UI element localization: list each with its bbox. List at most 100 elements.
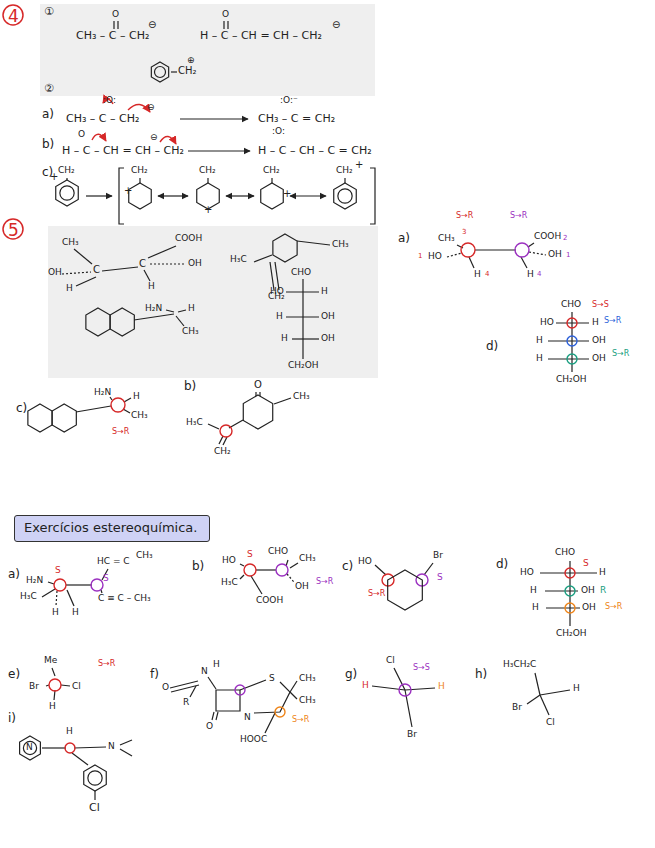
chem-label: H <box>52 608 59 617</box>
chem-label: CH₂OH <box>288 361 319 370</box>
chem-label: CH₂ <box>178 66 197 76</box>
chem-label: S→R <box>292 716 309 724</box>
chem-label: d) <box>496 558 508 570</box>
chem-label: OH <box>188 259 202 268</box>
ring <box>28 404 52 432</box>
chem-label: HO <box>270 287 284 296</box>
chem-label: CH₃ <box>182 327 199 336</box>
chem-label: ⊖ <box>332 20 340 30</box>
chem-label: CH₃ – C – CH₂ <box>76 30 149 41</box>
chem-label: CHO <box>291 268 311 277</box>
chem-label: a) <box>398 232 410 244</box>
chem-label: H <box>281 334 288 343</box>
chem-label: Cl <box>89 802 100 813</box>
chem-label: HO <box>428 252 442 261</box>
chem-label: e) <box>8 668 20 680</box>
chem-label: c) <box>342 560 353 572</box>
chem-label: C <box>139 259 146 269</box>
chem-label: OH <box>548 250 562 259</box>
photo-ground <box>40 4 375 96</box>
chem-label: HC = C <box>97 557 130 566</box>
chem-label: 3 <box>462 229 466 236</box>
chem-label: CH₂ <box>58 166 75 175</box>
chem-label: CH₃ <box>293 392 310 401</box>
chem-label: HOOC <box>240 735 267 744</box>
chem-label: H <box>536 336 543 345</box>
chem-label: H <box>573 684 580 693</box>
chem-label: H₃C <box>221 578 238 587</box>
aromatic-circle <box>338 189 352 203</box>
chem-label: a) <box>8 568 20 580</box>
chem-label: H₂N <box>145 304 162 313</box>
chem-label: H <box>438 682 445 691</box>
chem-label: Br <box>433 551 443 560</box>
chem-label: H₃C <box>20 592 37 601</box>
chem-label: 2 <box>563 235 567 242</box>
chem-label: d) <box>486 340 498 352</box>
chem-label: OH <box>592 354 606 363</box>
chem-label: HO <box>222 556 236 565</box>
aromatic-circle <box>155 67 166 78</box>
chem-label: b) <box>192 560 204 572</box>
ring <box>86 308 110 336</box>
chem-label: CH₃ <box>299 696 316 705</box>
chem-label: 4 <box>8 8 19 25</box>
chem-label: :O: <box>272 127 285 136</box>
chem-label: H <box>276 312 283 321</box>
chem-label: H <box>72 608 79 617</box>
stereocentre-marks <box>91 243 529 696</box>
ring <box>52 404 76 432</box>
ring <box>334 183 357 209</box>
chem-label: H <box>536 354 543 363</box>
chem-label: O <box>206 722 213 731</box>
chem-label: H <box>66 727 73 736</box>
chem-label: S→R <box>316 578 333 586</box>
chem-label: H₃C <box>186 418 203 427</box>
chem-label: Br <box>512 703 522 712</box>
chem-label: HO <box>358 557 372 566</box>
chem-label: CHO <box>561 300 581 309</box>
chem-label: CH₂OH <box>556 629 587 638</box>
stereocentre-marks <box>65 336 577 753</box>
chem-label: CH₃ <box>62 238 79 247</box>
chem-label: CH₂ <box>336 166 353 175</box>
chem-label: H – C – CH = CH – CH₂ <box>62 145 184 156</box>
chem-label: H <box>66 284 73 293</box>
chem-label: CHO <box>268 547 288 556</box>
ring <box>261 183 284 209</box>
chem-label: HO <box>540 318 554 327</box>
chem-label: S→R <box>368 590 385 598</box>
chem-label: N <box>201 667 208 676</box>
chem-label: R <box>600 586 606 595</box>
chem-label: H – C – CH – C = CH₂ <box>258 145 372 156</box>
chem-label: c) <box>16 402 27 414</box>
chem-label: C ≡ C – CH₃ <box>98 594 151 603</box>
chem-label: Br <box>29 682 39 691</box>
chem-label: OH <box>321 334 335 343</box>
chem-label: ⊕ <box>187 56 195 65</box>
chem-label: S→R <box>112 428 129 436</box>
chem-label: H <box>213 660 220 669</box>
chem-label: O <box>162 683 169 692</box>
chem-label: ⊖ <box>148 20 156 30</box>
chem-label: H <box>49 702 56 711</box>
chem-label: C <box>93 265 100 275</box>
chem-label: ② <box>44 83 54 94</box>
bonds <box>42 21 597 800</box>
chem-label: S→R <box>456 212 473 220</box>
heading-box: Exercícios estereoquímica. <box>14 515 210 542</box>
chem-label: 1 <box>418 253 422 260</box>
chem-label: OH <box>321 312 335 321</box>
chem-label: N <box>26 743 33 752</box>
chem-label: + <box>50 172 58 182</box>
chem-label: CHO <box>555 548 575 557</box>
chem-label: H <box>527 270 534 279</box>
chem-label: COOH <box>256 596 283 605</box>
chem-label: HO <box>520 568 534 577</box>
ring <box>20 736 41 760</box>
chem-label: H₃C <box>230 255 247 264</box>
chem-label: OH <box>592 336 606 345</box>
chem-label: + <box>124 186 132 196</box>
photo-ground <box>48 226 378 378</box>
